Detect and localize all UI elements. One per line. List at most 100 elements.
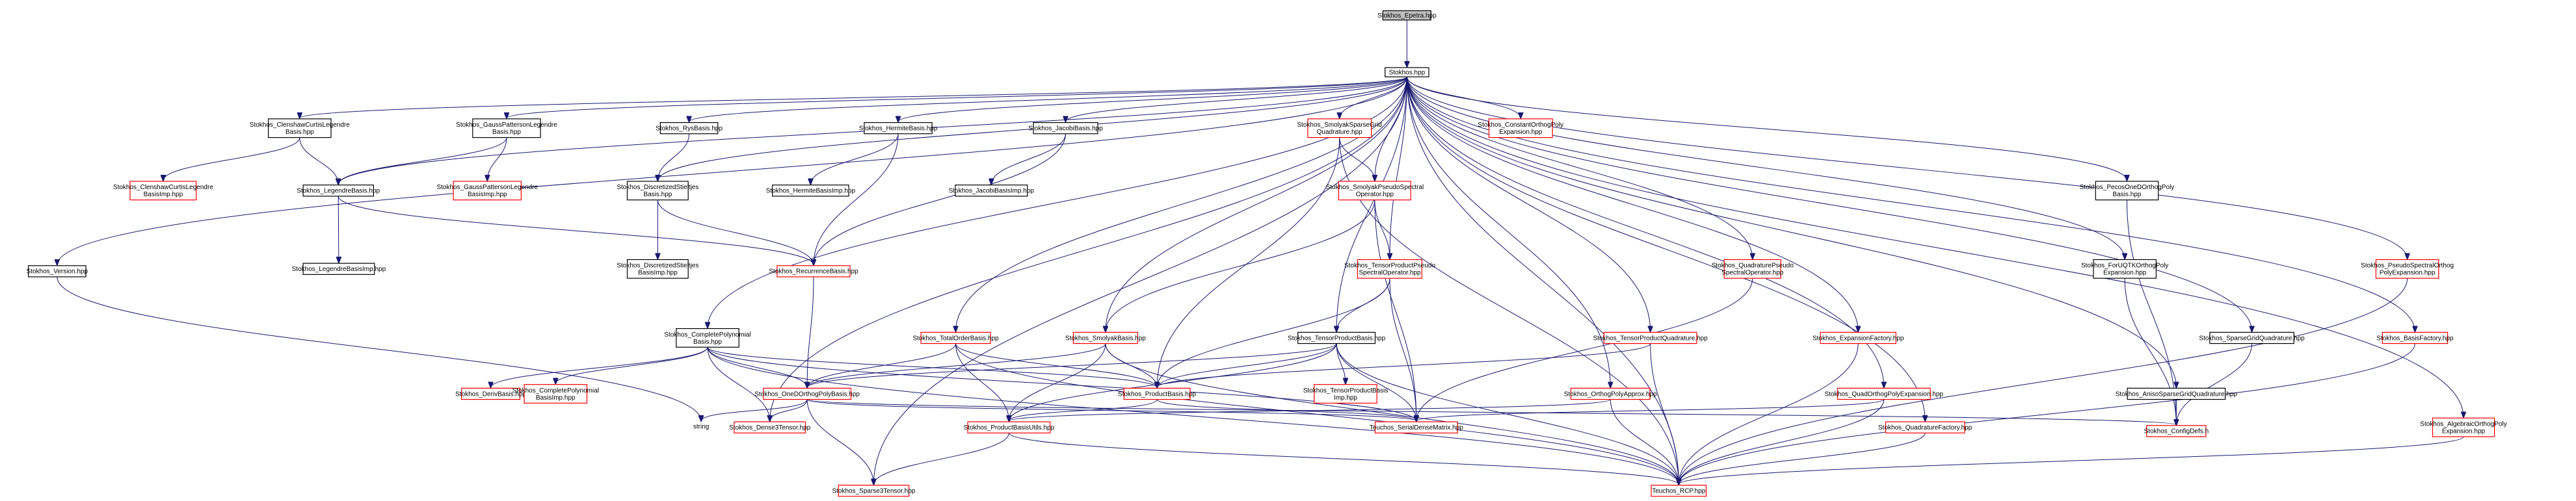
node-deriv[interactable]: Stokhos_DerivBasis.hpp: [455, 387, 527, 400]
node-box: [1123, 387, 1191, 400]
edge-stokhos-to-tpquad: [1406, 77, 1650, 331]
node-label: Stokhos_DiscretizedStieltjes: [617, 263, 698, 270]
node-box: [2095, 181, 2159, 201]
node-label: BasisImp.hpp: [144, 191, 183, 198]
edge-tpquad-to-prodbasis: [1157, 343, 1651, 388]
edge-complete-to-rcp: [707, 347, 1679, 484]
edge-smolbasis-to-oned: [807, 343, 1106, 388]
node-box: [302, 185, 375, 197]
node-recur[interactable]: Stokhos_RecurrenceBasis.hpp: [769, 265, 858, 277]
node-box: [472, 118, 541, 138]
node-sgquad[interactable]: Stokhos_SparseGridQuadrature.hpp: [2199, 331, 2305, 344]
node-label: BasisImp.hpp: [638, 270, 678, 277]
node-label: Stokhos_ExpansionFactory.hpp: [1812, 335, 1904, 342]
node-box: [659, 122, 719, 135]
edge-complete-to-compimp: [555, 347, 708, 383]
node-smolbasis[interactable]: Stokhos_SmolyakBasis.hpp: [1065, 331, 1146, 344]
edge-basisfac-to-rcp: [1679, 343, 2415, 485]
edge-smolgrid-to-smolpseudo: [1339, 137, 1375, 181]
node-box: [626, 181, 689, 201]
node-config[interactable]: Stokhos_ConfigDefs.h: [2144, 425, 2209, 437]
node-label: Stokhos_QuadOrthogPolyExpansion.hpp: [1825, 391, 1944, 398]
node-box: [2127, 387, 2226, 400]
node-gpimp[interactable]: Stokhos_GaussPattersonLegendreBasisImp.h…: [436, 181, 538, 201]
edge-stokhos-to-complete: [708, 77, 1407, 328]
node-expfac[interactable]: Stokhos_ExpansionFactory.hpp: [1812, 331, 1904, 344]
node-jac[interactable]: Stokhos_JacobiBasis.hpp: [1028, 122, 1103, 135]
node-label: Stokhos_CompletePolynomial: [512, 387, 599, 394]
node-version[interactable]: Stokhos_Version.hpp: [27, 265, 88, 277]
edge-stokhos-to-quadpseudo: [1406, 77, 1752, 259]
node-label: Stokhos_Version.hpp: [27, 268, 88, 276]
node-legimp[interactable]: Stokhos_LegendreBasisImp.hpp: [292, 263, 386, 276]
node-box: [1374, 421, 1458, 433]
node-quadexp[interactable]: Stokhos_QuadOrthogPolyExpansion.hpp: [1825, 387, 1944, 400]
edge-tpbasis-to-oned: [807, 343, 1337, 388]
node-rys[interactable]: Stokhos_RysBasis.hpp: [656, 122, 723, 135]
node-produtils[interactable]: Stokhos_ProductBasisUtils.hpp: [964, 421, 1055, 433]
node-aniso[interactable]: Stokhos_AnisoSparseGridQuadrature.hpp: [2116, 387, 2238, 400]
node-prodbasis[interactable]: Stokhos_ProductBasis.hpp: [1118, 387, 1197, 400]
node-basisfac[interactable]: Stokhos_BasisFactory.hpp: [2376, 331, 2454, 344]
node-quadpseudo[interactable]: Stokhos_QuadraturePseudoSpectralOperator…: [1712, 259, 1794, 279]
edge-version-to-string: [57, 276, 701, 421]
node-box: [2209, 331, 2294, 344]
node-ccimp[interactable]: Stokhos_ClenshawCurtisLegendreBasisImp.h…: [113, 181, 213, 201]
node-label: string: [693, 424, 709, 431]
node-tppseudo[interactable]: Stokhos_TensorProductPseudoSpectralOpera…: [1344, 259, 1436, 279]
node-herm[interactable]: Stokhos_HermiteBasis.hpp: [859, 122, 938, 135]
node-sparse3[interactable]: Stokhos_Sparse3Tensor.hpp: [832, 484, 916, 497]
node-oned[interactable]: Stokhos_OneDOrthogPolyBasis.hpp: [754, 387, 860, 400]
node-label: Stokhos_SmolyakPseudoSpectral: [1326, 184, 1424, 191]
node-label: Basis.hpp: [285, 129, 314, 136]
node-leg[interactable]: Stokhos_LegendreBasis.hpp: [297, 185, 380, 197]
node-orthapprox[interactable]: Stokhos_OrthogPolyApprox.hpp: [1564, 387, 1657, 400]
edge-tpbasis-to-produtils: [1009, 343, 1337, 422]
node-box: [2382, 331, 2449, 344]
edge-stokhos-to-sgquad: [1406, 77, 2251, 331]
edge-herm-to-hermimp: [810, 133, 899, 185]
edge-stokhos-to-aniso: [1406, 77, 2176, 387]
node-label: Stokhos_QuadraturePseudo: [1712, 263, 1794, 270]
node-label: Stokhos_DiscretizedStieltjes: [617, 184, 698, 191]
node-box: [763, 387, 852, 400]
node-epetra[interactable]: Stokhos_Epetra.hpp: [1377, 10, 1437, 21]
node-quadfac[interactable]: Stokhos_QuadratureFactory.hpp: [1878, 421, 1972, 433]
node-box: [734, 421, 806, 433]
node-dense3[interactable]: Stokhos_Dense3Tensor.hpp: [729, 421, 811, 433]
edge-tpbasis-to-prodbasis: [1157, 343, 1337, 388]
edge-oned-to-sdm: [806, 399, 1416, 422]
node-label: Stokhos_HermiteBasisImp.hpp: [766, 188, 856, 195]
node-smolpseudo[interactable]: Stokhos_SmolyakPseudoSpectralOperator.hp…: [1326, 181, 1424, 201]
node-label: Stokhos_TensorProductPseudo: [1344, 263, 1436, 270]
node-box: [1885, 421, 1965, 433]
node-pseudoexp[interactable]: Stokhos_PseudoSpectralOrthogPolyExpansio…: [2361, 259, 2454, 279]
node-totalorder[interactable]: Stokhos_TotalOrderBasis.hpp: [912, 331, 999, 344]
node-sdm[interactable]: Teuchos_SerialDenseMatrix.hpp: [1370, 421, 1463, 433]
node-tpquad[interactable]: Stokhos_TensorProductQuadrature.hpp: [1593, 331, 1708, 344]
edge-stokhos-to-smolbasis: [1106, 77, 1407, 331]
node-box: [777, 265, 851, 277]
node-rcp[interactable]: Teuchos_RCP.hpp: [1651, 484, 1707, 497]
edge-stokhos-to-herm: [898, 76, 1407, 122]
node-jacimp[interactable]: Stokhos_JacobiBasisImp.hpp: [949, 185, 1035, 197]
node-box: [1072, 331, 1139, 344]
edge-quadexp-to-sdm: [1416, 399, 1885, 422]
edge-totalorder-to-oned: [807, 343, 956, 388]
node-label: Basis.hpp: [643, 191, 672, 198]
node-stokhos[interactable]: Stokhos.hpp: [1385, 67, 1429, 77]
node-hermimp[interactable]: Stokhos_HermiteBasisImp.hpp: [766, 185, 856, 197]
node-tpbasis[interactable]: Stokhos_TensorProductBasis.hpp: [1288, 331, 1386, 344]
